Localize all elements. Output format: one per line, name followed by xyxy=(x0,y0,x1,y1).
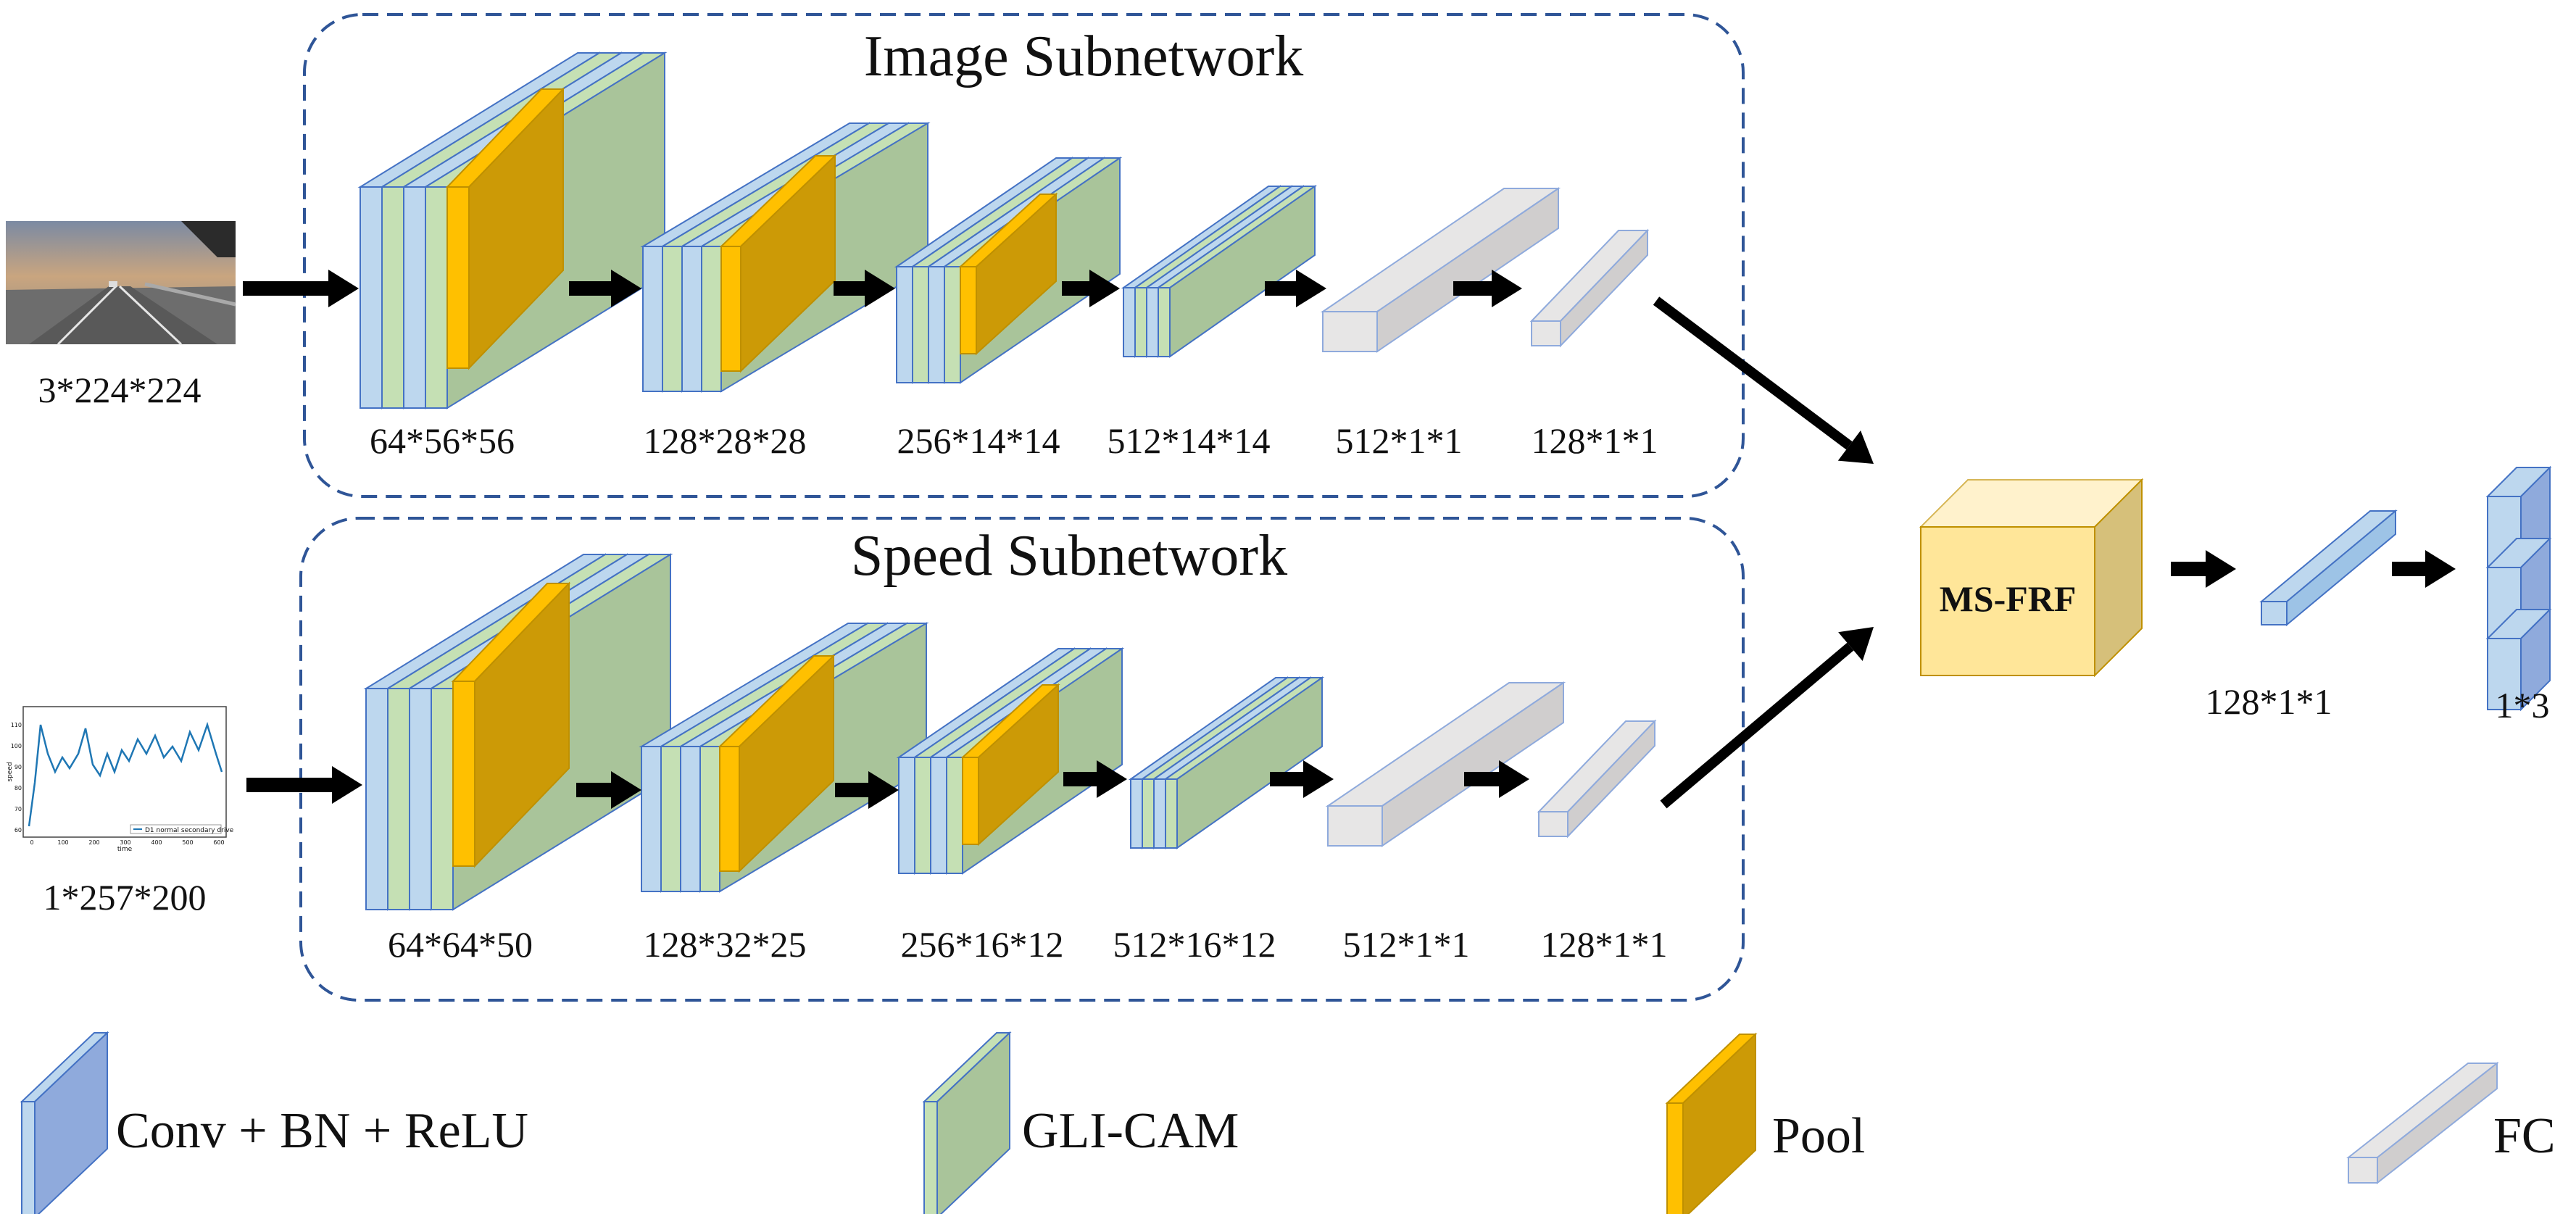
speed-plot-y-tick: 70 xyxy=(14,806,22,812)
speed-plot-legend: D1 normal secondary drive xyxy=(145,827,234,834)
image-stage-label: 128*28*28 xyxy=(644,420,807,461)
speed-plot-x-tick: 600 xyxy=(213,839,224,846)
pool-layer xyxy=(451,581,571,868)
speed-stage-label: 512*1*1 xyxy=(1343,924,1470,965)
speed-plot-x-tick: 200 xyxy=(88,839,99,846)
image-stage-label: 128*1*1 xyxy=(1532,420,1658,461)
legend-fc-icon xyxy=(2346,1061,2499,1185)
speed-plot-y-tick: 60 xyxy=(14,827,22,833)
gli-cam-layer xyxy=(1155,185,1318,358)
fusion-fc-label: 128*1*1 xyxy=(2206,681,2332,722)
speed-plot-ylabel: speed xyxy=(7,762,14,781)
arrow-speed-5 xyxy=(1464,760,1529,798)
pool-layer xyxy=(445,87,565,370)
speed-stage-label: 128*32*25 xyxy=(644,924,807,965)
speed-plot-thumbnail: D1 normal secondary drive time speed 0 10… xyxy=(6,699,234,853)
speed-stage-label: 128*1*1 xyxy=(1541,924,1668,965)
speed-plot-x-tick: 300 xyxy=(120,839,130,846)
pool-layer xyxy=(958,192,1058,356)
speed-stage-1 xyxy=(363,553,673,911)
speed-stage-label: 64*64*50 xyxy=(388,924,533,965)
gli-cam-layer xyxy=(1163,676,1325,849)
legend-conv-label: Conv + BN + ReLU xyxy=(116,1103,528,1159)
legend-gli-label: GLI-CAM xyxy=(1022,1103,1239,1159)
image-stage-label: 512*14*14 xyxy=(1108,420,1271,461)
speed-input-label: 1*257*200 xyxy=(43,877,207,918)
ms-frf-label: MS-FRF xyxy=(1940,578,2077,619)
speed-stage-4 xyxy=(1128,676,1325,849)
speed-plot-y-tick: 90 xyxy=(14,764,22,770)
speed-subnetwork-title: Speed Subnetwork xyxy=(851,524,1287,588)
pool-layer xyxy=(718,654,836,873)
arrow-fc-to-output xyxy=(2392,550,2456,588)
output-unit xyxy=(2485,607,2552,712)
pool-layer xyxy=(719,154,837,373)
fusion-fc-block xyxy=(2259,509,2398,627)
speed-stage-3 xyxy=(896,647,1125,875)
image-fc-512 xyxy=(1320,187,1561,353)
arrow-speed-4 xyxy=(1270,760,1334,798)
speed-fc-512 xyxy=(1325,681,1566,847)
image-stage-3 xyxy=(894,157,1123,384)
image-stage-label: 512*1*1 xyxy=(1336,420,1463,461)
arrow-image-input xyxy=(243,270,359,307)
arrow-image-3 xyxy=(1062,270,1120,307)
speed-stage-label: 256*16*12 xyxy=(901,924,1064,965)
arrow-speed-to-fusion xyxy=(1660,627,1874,809)
arrow-speed-input xyxy=(246,766,362,804)
arrow-speed-1 xyxy=(576,771,641,809)
speed-plot-y-tick: 100 xyxy=(11,743,22,749)
speed-fc-128 xyxy=(1537,719,1657,839)
legend-pool-label: Pool xyxy=(1772,1108,1865,1164)
image-stage-2 xyxy=(640,122,931,393)
image-subnetwork-title: Image Subnetwork xyxy=(864,25,1304,88)
arrow-speed-2 xyxy=(835,771,899,809)
speed-plot-y-tick: 80 xyxy=(14,785,22,791)
speed-plot-x-tick: 500 xyxy=(182,839,193,846)
output-label: 1*3 xyxy=(2496,685,2550,726)
image-stage-4 xyxy=(1121,185,1318,358)
arrow-image-1 xyxy=(569,270,641,307)
speed-plot-xlabel: time xyxy=(117,846,133,853)
legend-gli-icon xyxy=(922,1031,1012,1214)
legend-conv-icon xyxy=(20,1031,109,1214)
speed-stage-label: 512*16*12 xyxy=(1113,924,1276,965)
arrow-fusion-to-fc xyxy=(2171,550,2236,588)
speed-plot-x-tick: 400 xyxy=(151,839,162,846)
image-stage-label: 256*14*14 xyxy=(897,420,1060,461)
image-input-label: 3*224*224 xyxy=(38,370,201,410)
speed-plot-x-tick: 0 xyxy=(30,839,33,846)
arrow-image-2 xyxy=(834,270,895,307)
road-image-thumbnail xyxy=(6,221,236,346)
speed-stage-2 xyxy=(639,622,929,893)
pool-layer xyxy=(960,683,1060,847)
arrow-image-5 xyxy=(1453,270,1522,307)
ms-frf-fusion-block: MS-FRF xyxy=(1919,478,2144,678)
legend-pool-icon xyxy=(1665,1032,1758,1214)
image-stage-1 xyxy=(357,51,668,409)
output-block xyxy=(2485,465,2552,712)
arrow-image-4 xyxy=(1265,270,1326,307)
legend-fc-label: FC xyxy=(2493,1108,2556,1164)
arrow-speed-3 xyxy=(1063,760,1127,798)
arrow-image-to-fusion xyxy=(1653,296,1874,464)
image-stage-label: 64*56*56 xyxy=(370,420,515,461)
speed-plot-x-tick: 100 xyxy=(57,839,68,846)
image-fc-128 xyxy=(1529,228,1650,348)
speed-plot-y-tick: 110 xyxy=(11,722,22,728)
